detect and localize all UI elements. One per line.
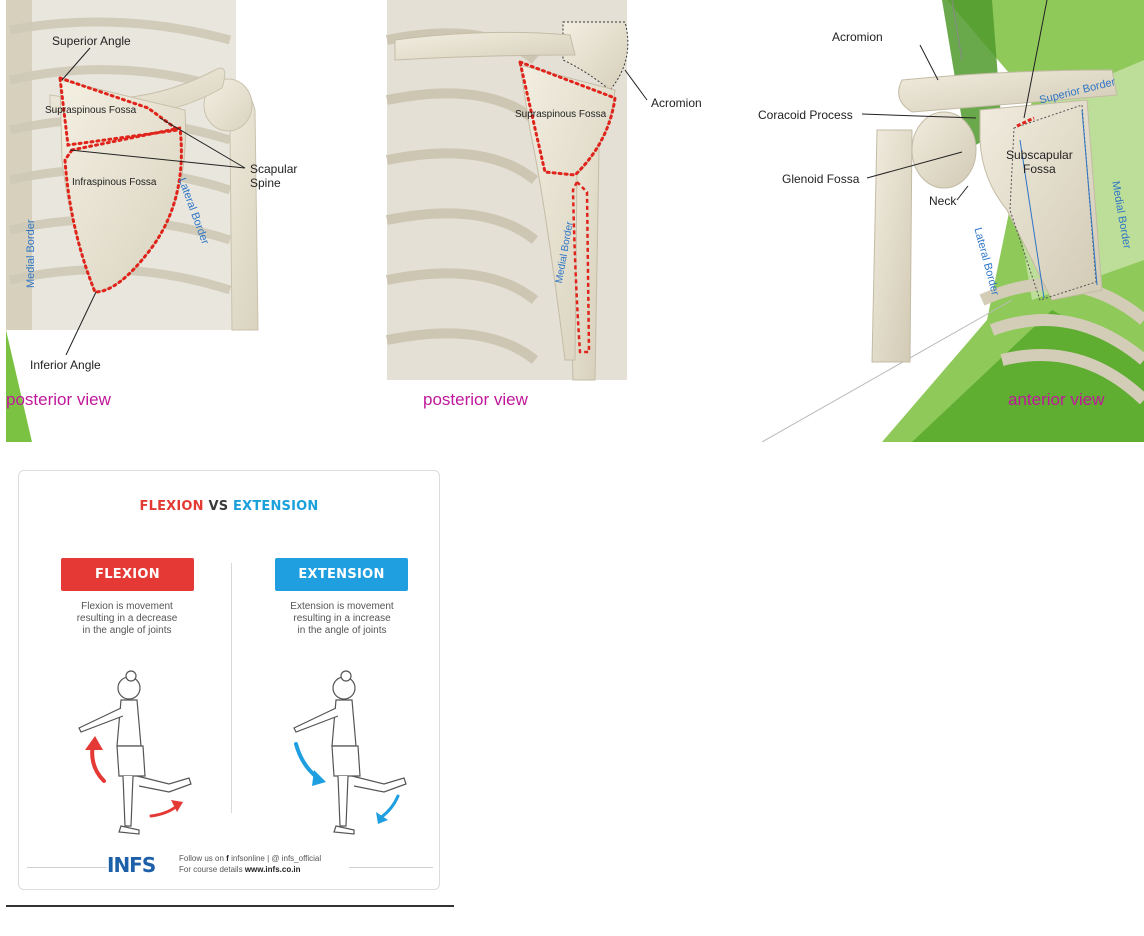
footer-line-right [349,867,433,868]
view-caption-posterior-1: posterior view [6,390,111,409]
label-superior-angle: Superior Angle [52,34,131,48]
view-caption-anterior: anterior view [1008,390,1105,409]
extension-description: Extension is movement resulting in a inc… [290,601,394,636]
anterior-scapula-illustration [761,0,1144,442]
footer-social-handles: infsonline | @ infs_official [231,854,322,863]
posterior-scapula-illustration [6,0,259,442]
footer-url[interactable]: www.infs.co.in [244,865,301,874]
posterior-lateral-illustration [386,0,648,381]
posterior-scapula-panel: Superior Angle Supraspinous Fossa Infras… [0,0,380,442]
title-vs: VS [203,499,234,514]
footer-social: Follow us on f infsonline | @ infs_offic… [179,854,321,863]
anterior-scapula-panel: Acromion Superior Border Coracoid Proces… [752,0,1144,442]
footer-line-left [27,867,107,868]
extension-figure-illustration [293,670,407,835]
footer-follow-text: Follow us on [179,854,224,863]
label-medial-border: Medial Border [25,219,37,288]
infs-logo: INFS [107,853,156,877]
flexion-badge: FLEXION [61,558,194,591]
title-flexion: FLEXION [139,499,204,514]
extension-leg-arrow-icon [378,794,400,820]
label-acromion-2: Acromion [651,96,702,110]
label-supraspinous-fossa: Supraspinous Fossa [45,105,137,116]
facebook-icon: f [226,854,229,863]
label-inferior-angle: Inferior Angle [30,358,101,372]
label-subscapular-fossa: Subscapular Fossa [1006,148,1073,176]
title-extension: EXTENSION [233,499,319,514]
label-infraspinous-fossa: Infraspinous Fossa [72,177,157,188]
view-caption-posterior-2: posterior view [423,390,528,409]
flexion-leg-arrow-icon [149,804,179,818]
footer-course: For course details www.infs.co.in [179,865,301,874]
bottom-rule [6,905,454,907]
label-supraspinous-fossa-2: Supraspinous Fossa [515,109,607,120]
flexion-figure-illustration [78,670,192,835]
label-glenoid-fossa: Glenoid Fossa [782,172,860,186]
green-accent-shape [6,330,32,442]
flexion-description: Flexion is movement resulting in a decre… [76,601,178,636]
label-neck: Neck [929,194,957,208]
label-acromion-3: Acromion [832,30,883,44]
footer-course-text: For course details [179,865,243,874]
flexion-extension-infographic: FLEXION VS EXTENSION FLEXION EXTENSION F… [18,470,440,890]
card-divider [231,563,232,813]
infographic-title: FLEXION VS EXTENSION [19,499,439,514]
label-scapular-spine: Scapular Spine [250,162,298,190]
extension-badge: EXTENSION [275,558,408,591]
label-coracoid-process: Coracoid Process [758,108,853,122]
posterior-lateral-panel: Acromion Supraspinous Fossa Medial Borde… [385,0,745,442]
